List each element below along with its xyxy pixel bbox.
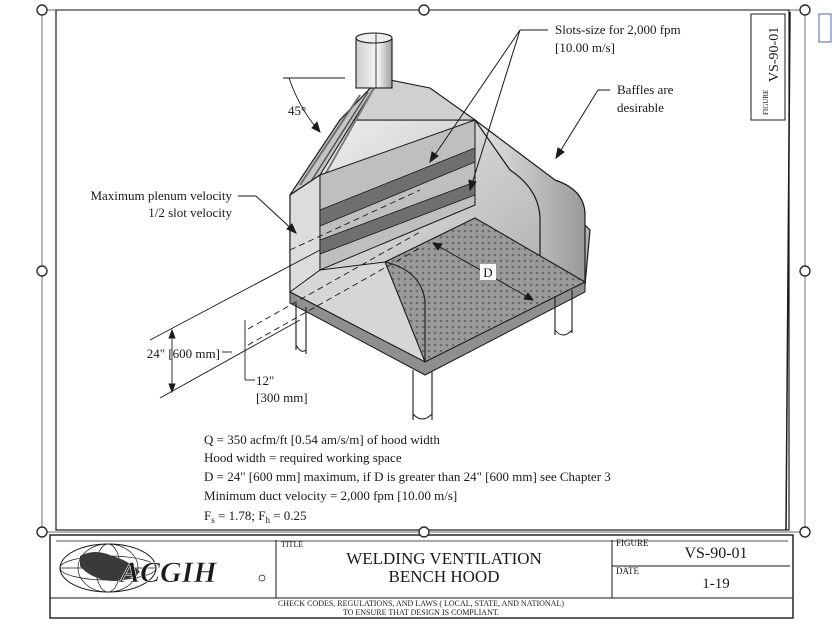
depth-label: D xyxy=(483,265,492,280)
resize-handle-top-left[interactable] xyxy=(36,4,48,16)
callout-baffles-line2: desirable xyxy=(617,100,664,115)
resize-handle-middle-left[interactable] xyxy=(36,265,48,277)
acgih-logo: ACGIH xyxy=(59,543,266,593)
selection-frame[interactable] xyxy=(36,4,811,538)
note-duct-velocity: Minimum duct velocity = 2,000 fpm [10.00… xyxy=(204,488,457,503)
dimension-lines xyxy=(149,77,534,399)
resize-handle-middle-right[interactable] xyxy=(799,265,811,277)
bench-hood xyxy=(289,32,591,420)
height-dimension-label: 24" [600 mm] xyxy=(147,346,220,361)
title-block: ACGIH TITLE WELDING VENTILATION BENCH HO… xyxy=(49,534,794,619)
resize-handle-bottom-right[interactable] xyxy=(799,526,811,538)
figure-number: VS-90-01 xyxy=(684,545,747,562)
slot-height-label-line2: [300 mm] xyxy=(256,390,308,405)
footer-compliance-line2: TO ENSURE THAT DESIGN IS COMPLIANT. xyxy=(343,608,499,617)
side-figure-label: FIGURE xyxy=(762,90,770,115)
note-hood-width: Hood width = required working space xyxy=(204,450,402,465)
resize-handle-top-right[interactable] xyxy=(799,4,811,16)
note-flow-rate: Q = 350 acfm/ft [0.54 am/s/m] of hood wi… xyxy=(204,432,440,447)
callout-plenum-line2: 1/2 slot velocity xyxy=(148,205,232,220)
title-label: TITLE xyxy=(281,540,303,549)
callout-leaders xyxy=(238,29,610,234)
resize-handle-bottom-left[interactable] xyxy=(36,526,48,538)
title-line-2: BENCH HOOD xyxy=(389,567,500,586)
callout-slots-line1: Slots-size for 2,000 fpm xyxy=(555,22,681,37)
angle-label: 45° xyxy=(288,103,306,118)
callout-slots-line2: [10.00 m/s] xyxy=(555,40,615,55)
title-line-1: WELDING VENTILATION xyxy=(346,549,542,568)
side-figure-number: VS-90-01 xyxy=(767,27,782,82)
logo-wordmark: ACGIH xyxy=(118,556,218,589)
resize-handle-bottom-center[interactable] xyxy=(418,526,430,538)
date-value: 1-19 xyxy=(702,576,730,592)
design-notes: Q = 350 acfm/ft [0.54 am/s/m] of hood wi… xyxy=(204,432,611,525)
date-label: DATE xyxy=(616,566,639,576)
slot-height-label-line1: 12" xyxy=(256,373,274,388)
resize-handle-top-center[interactable] xyxy=(418,4,430,16)
note-loss-factors: Fs = 1.78; Fh = 0.25 xyxy=(204,508,307,525)
figure-label: FIGURE xyxy=(616,538,649,548)
side-figure-tab: FIGURE VS-90-01 xyxy=(750,13,786,121)
callout-baffles-line1: Baffles are xyxy=(617,82,674,97)
bench-legs xyxy=(295,290,573,420)
footer-compliance-line1: CHECK CODES, REGULATIONS, AND LAWS ( LOC… xyxy=(278,599,564,608)
callout-plenum-line1: Maximum plenum velocity xyxy=(90,188,232,203)
note-depth-limit: D = 24" [600 mm] maximum, if D is greate… xyxy=(204,469,611,484)
